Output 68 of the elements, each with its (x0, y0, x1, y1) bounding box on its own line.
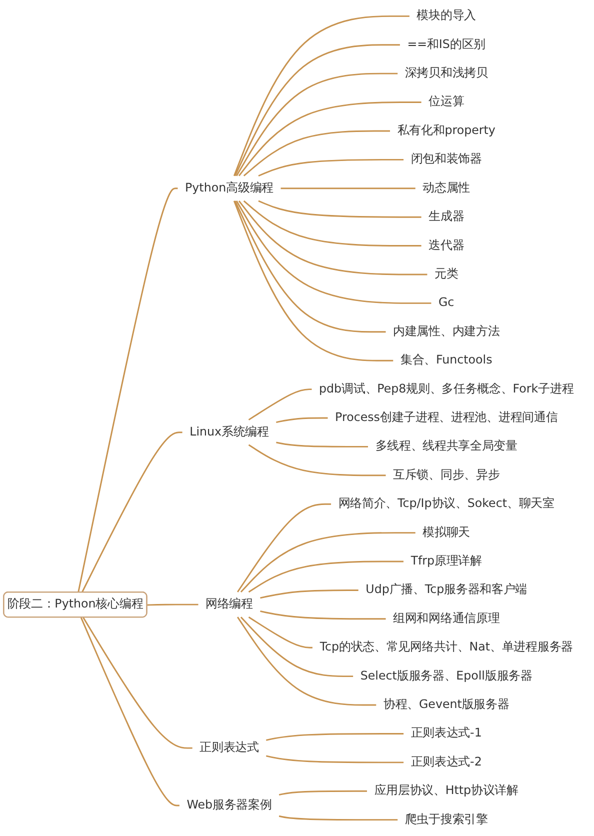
node-text: 爬虫于搜索引擎 (404, 812, 488, 826)
connector (278, 790, 367, 796)
connector (260, 610, 386, 620)
node-text: 网络编程 (206, 598, 253, 612)
node-text: 协程、Gevent版服务器 (383, 698, 510, 712)
connector (266, 733, 404, 741)
node-text: Udp广播、Tcp服务器和客户端 (366, 583, 528, 597)
connector (248, 388, 312, 420)
connector (278, 815, 398, 821)
node-text: 组网和网络通信原理 (393, 612, 500, 626)
connector (243, 200, 422, 247)
node-text: 私有化和property (397, 124, 496, 138)
node-text: Gc (438, 296, 454, 310)
node-text: 多线程、线程共享全局变量 (375, 440, 518, 454)
node-text: Linux系统编程 (190, 425, 269, 439)
node-text: 位运算 (428, 95, 464, 109)
node-text: 正则表达式-1 (410, 726, 482, 740)
node-text: 应用层协议、Http协议详解 (374, 784, 518, 798)
connector (276, 417, 328, 423)
node-text: Web服务器案例 (186, 798, 272, 812)
connector (240, 532, 416, 593)
connector (147, 604, 198, 606)
node-text: 深拷贝和浅拷贝 (404, 66, 488, 80)
connector (248, 560, 404, 593)
connector (240, 616, 354, 678)
node-text: 生成器 (428, 210, 464, 224)
connector (266, 755, 404, 764)
node-text: 正则表达式 (200, 741, 259, 755)
connector (236, 200, 432, 304)
node-text: ==和IS的区别 (407, 38, 486, 52)
node-text: Process创建子进程、进程池、进程间通信 (335, 410, 558, 425)
connector (233, 15, 410, 176)
connector (276, 442, 368, 448)
connector (78, 188, 178, 593)
connector (81, 432, 182, 593)
connector (260, 589, 358, 599)
node-text: 内建属性、内建方法 (393, 324, 500, 338)
node-text: 网络简介、Tcp/Ip协议、Sokect、聊天室 (338, 497, 554, 511)
connector (234, 200, 386, 333)
connector (236, 72, 398, 176)
connector (258, 200, 422, 218)
node-text: 迭代器 (428, 238, 464, 252)
node-text: Tfrp原理详解 (410, 554, 482, 568)
connector (82, 617, 192, 749)
connector (248, 444, 386, 476)
node-text: 元类 (434, 267, 458, 282)
node-text: Python高级编程 (185, 181, 274, 195)
node-text: 集合、Functools (400, 354, 492, 368)
connector (233, 200, 394, 362)
connector (248, 616, 312, 648)
node-text: Tcp的状态、常见网络共计、Nat、单进程服务器 (320, 640, 573, 654)
node-text: 正则表达式-2 (410, 755, 482, 770)
connector (258, 158, 404, 177)
connector (237, 503, 332, 592)
node-text: 互斥锁、同步、异步 (393, 468, 500, 482)
node-text: 模拟聊天 (422, 526, 470, 540)
node-text: 模块的导入 (416, 9, 476, 23)
node-text: 动态属性 (422, 181, 470, 195)
node-text: 闭包和装饰器 (410, 152, 482, 166)
connector (238, 102, 422, 176)
node-text: pdb调试、Pep8规则、多任务概念、Fork子进程 (319, 382, 574, 396)
connector (237, 616, 376, 706)
connector (243, 130, 390, 176)
connector (280, 188, 416, 190)
connector (80, 617, 180, 806)
connector (234, 44, 400, 176)
node-text: Select版服务器、Epoll版服务器 (360, 669, 532, 683)
connector (238, 200, 428, 276)
